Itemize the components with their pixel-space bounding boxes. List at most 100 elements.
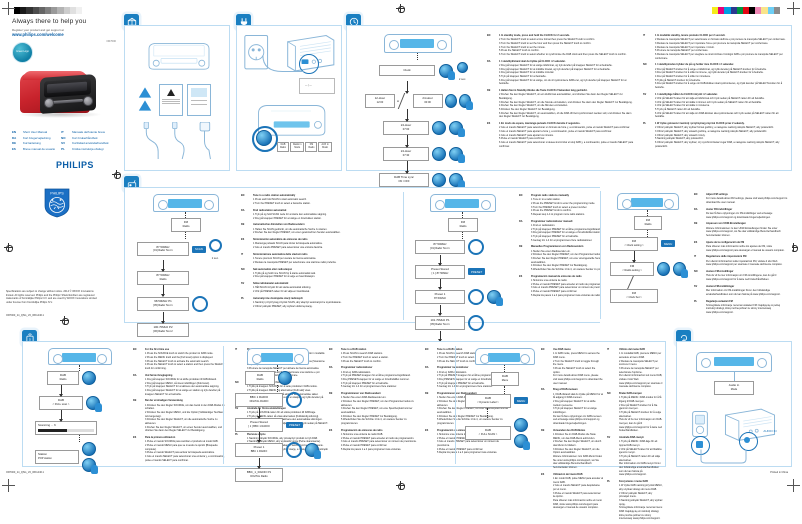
color-patch-5 xyxy=(742,7,750,14)
select-knob[interactable] xyxy=(439,63,455,80)
select-knob-dab[interactable] xyxy=(86,396,102,412)
preset-knob-select[interactable] xyxy=(468,288,484,305)
select-knob-turn[interactable] xyxy=(444,94,457,108)
source-knob-dab[interactable] xyxy=(82,371,96,385)
lcd-fm-scan: 87.50MHz[01] Radio Text 1 xyxy=(137,242,189,257)
preset-knob-confirm[interactable] xyxy=(487,289,503,306)
color-patch-8 xyxy=(761,7,768,14)
philips-wordmark: PHILIPS xyxy=(56,160,94,170)
instruction-step: 1 Naciśnij i przytrzymaj przycisk SCAN, … xyxy=(253,301,342,305)
instruction-heading: Regulacja ustawień FM xyxy=(706,299,733,303)
instruction-step: 3 Gire el mando PRESET para seleccionar … xyxy=(341,440,417,444)
instruction-step: 1 Press and hold SCAN to start automatic… xyxy=(253,198,307,202)
preset-knob-turn[interactable] xyxy=(468,238,484,255)
instruction-step: 1 Tryk på og hold SCAN nede for at start… xyxy=(253,212,327,216)
instruction-step: 3 Drehen Sie den Regler PRESET, um eine … xyxy=(437,407,509,414)
instruction-step: 6 Drej på knappen SELECT for at vælge, o… xyxy=(499,78,627,86)
instruction-step: Para obtener más información sobre el me… xyxy=(553,499,602,510)
select-knob-turn-hour[interactable] xyxy=(432,121,446,135)
select-knob-press-min[interactable] xyxy=(449,147,465,163)
preset-button-dab[interactable]: PRESET xyxy=(286,421,304,429)
support-url[interactable]: www.philips.com/welcome xyxy=(12,32,64,37)
hold-duration-label: 2 sec. xyxy=(458,78,467,81)
instruction-step: 2 Drei på SELECT-knotten for å velge et … xyxy=(655,67,767,71)
language-code: DE xyxy=(12,141,17,146)
instruction-step: 3 Tryk på knappen SELECT for at vælge in… xyxy=(553,407,597,414)
select-knob-dab-turn[interactable] xyxy=(82,441,96,456)
instruction-heading: Programación de emisoras de radio xyxy=(341,428,383,432)
lcd-preset-station: 87.50MHz[01] Radio Text 1 xyxy=(415,239,465,254)
preset-knob-fm[interactable] xyxy=(192,295,208,312)
instruction-step: 5 Tryk på knappen SELECT for at bekræfte… xyxy=(499,74,547,78)
preset-knob-dab-sel[interactable] xyxy=(286,441,302,458)
instruction-language-code: DA xyxy=(133,373,137,377)
instruction-heading: 1 W trybie gotowości naciśnij i przytrzy… xyxy=(655,122,745,126)
instruction-step: 2 Pulse el mando PRESET para acceder al … xyxy=(531,282,605,286)
preset-knob-recall[interactable] xyxy=(468,314,484,331)
instruction-heading: Ved første ibrugtagning xyxy=(145,373,173,377)
device-illustration-preset xyxy=(430,194,496,212)
select-knob-turn-sync[interactable] xyxy=(432,173,446,187)
instruction-heading: Anpassen von UKW-Einstellungen xyxy=(706,222,746,226)
instruction-step: 5 Naciśnij pokrętło SELECT, aby potwierd… xyxy=(655,137,704,141)
instruction-heading: Programmieren von Radiosendern xyxy=(341,392,381,396)
select-knob-rds[interactable] xyxy=(657,261,671,276)
select-knob-dabm-ok[interactable] xyxy=(514,433,530,450)
scan-button[interactable]: SCAN xyxy=(192,246,206,253)
instruction-step: 1 Håll SCAN intryckt för att starta auto… xyxy=(253,286,311,290)
instruction-heading: 1 I standbytilstand skal du trykke på CL… xyxy=(499,59,566,63)
select-knob-dabm[interactable] xyxy=(514,417,528,432)
scan-hold-knob[interactable] xyxy=(208,238,222,252)
preset-knob-dab[interactable] xyxy=(286,392,302,408)
instruction-heading: Manuelles Programmieren von Radiosendern xyxy=(531,245,584,249)
instruction-step: Per ulteriori informazioni sul menu DAB,… xyxy=(619,374,663,389)
instruction-step: For more details about FM settings, plea… xyxy=(706,197,788,204)
instruction-step: 2 Tryk på knappen PRESET for at åbne pro… xyxy=(531,227,601,231)
instruction-step: 1 Sintonice una emisora de radio DAB. xyxy=(437,433,480,436)
lcd-dabm-dynamiclabel: DAB< Dynamic Label > xyxy=(465,393,511,408)
select-knob-press-sync[interactable] xyxy=(449,173,465,189)
gray-step-2 xyxy=(26,7,33,14)
instruction-language-code: NO xyxy=(241,267,245,271)
preset-button[interactable]: PRESET xyxy=(468,268,486,276)
gray-step-5 xyxy=(44,7,52,14)
select-knob-press-hour[interactable] xyxy=(449,121,465,137)
instruction-step: 4 Drücken Sie den Regler PRESET zur Best… xyxy=(437,414,494,418)
instruction-heading: Ajuste de la configuración de FM xyxy=(706,240,745,244)
instruction-step: 2 Drücken Sie den Regler PRESET, um den … xyxy=(531,253,616,257)
menu-button-dab[interactable]: MENU xyxy=(514,397,529,405)
select-knob-turn-min[interactable] xyxy=(432,147,446,161)
clock-button[interactable] xyxy=(457,62,468,73)
instruction-body: 1 En modo de espera, mantenga pulsado CL… xyxy=(499,122,635,148)
select-knob-press[interactable] xyxy=(458,94,474,110)
select-knob-rds-press[interactable] xyxy=(673,261,688,278)
color-patch-6 xyxy=(749,7,756,14)
preset-knob-dab-ok[interactable] xyxy=(305,442,321,459)
registration-mark-fold xyxy=(60,316,69,325)
instruction-heading: 1 En modo de espera, mantenga pulsado CL… xyxy=(499,122,581,126)
select-knob-dab-confirm[interactable] xyxy=(82,457,98,474)
source-knob-dabp[interactable] xyxy=(278,371,292,385)
instruction-step: 1 Stellen Sie einen DAB-Radiosender ein. xyxy=(437,396,483,400)
instruction-language-code: DA xyxy=(487,59,491,63)
menu-button[interactable]: MENU xyxy=(661,240,676,248)
instruction-language-code: DA xyxy=(241,208,245,212)
instruction-heading: Pierwsze użycie xyxy=(247,432,266,436)
instruction-language-code: EN xyxy=(541,348,545,351)
device-illustration-rds xyxy=(617,193,679,210)
instruction-step: 3 Drej på knappen PRESET for at vælge et… xyxy=(531,231,612,235)
device-illustration-aux xyxy=(696,352,772,372)
device-illustration-dab-preset xyxy=(247,348,309,365)
